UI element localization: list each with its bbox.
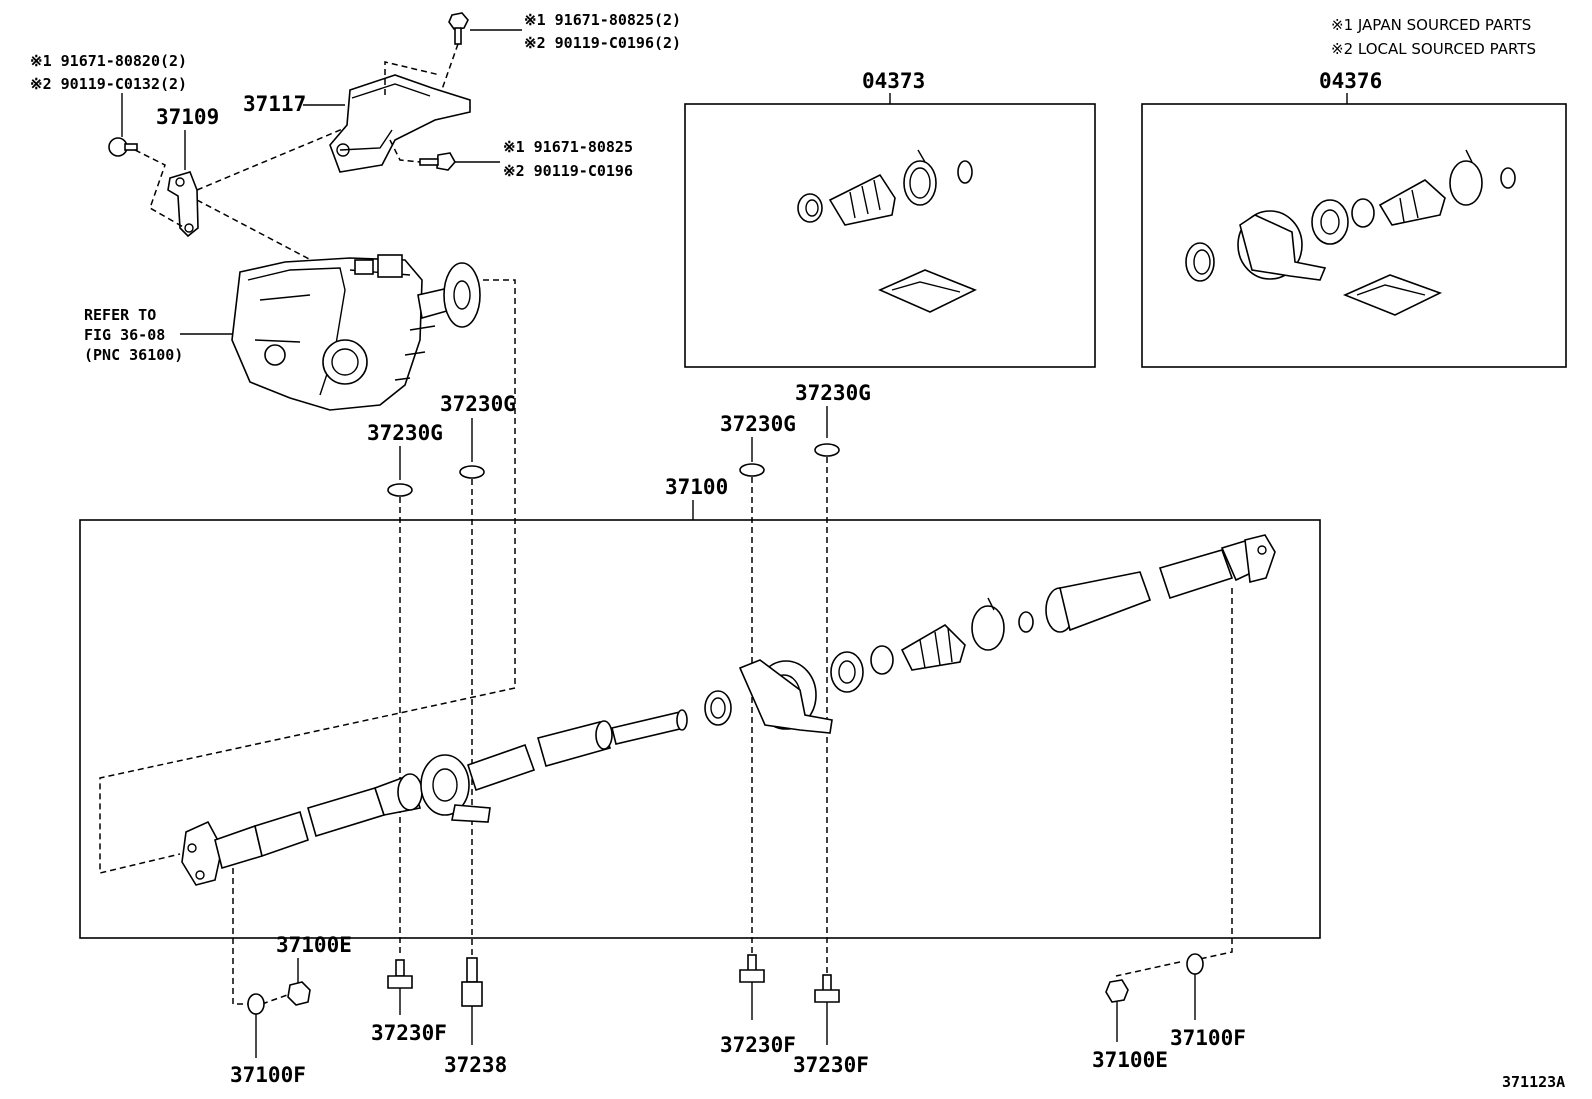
bracket-37109 [167,171,199,238]
label-37238[interactable]: 37238 [444,1053,507,1077]
refer-line-1: REFER TO [84,306,156,324]
callout-bolt-top-1[interactable]: ※1 91671-80825(2) [524,11,681,29]
washer-37230g-1 [387,483,413,497]
figure-number: 371123A [1502,1073,1565,1091]
callout-bolt-top-2[interactable]: ※2 90119-C0196(2) [524,34,681,52]
label-37117[interactable]: 37117 [243,92,306,116]
label-e1[interactable]: 37100E [276,933,352,957]
washer-37100f-right [1186,953,1204,975]
propeller-shaft-37100 [181,534,1276,886]
label-g3[interactable]: 37230G [720,412,796,436]
refer-line-3: (PNC 36100) [84,346,183,364]
label-bf1[interactable]: 37230F [371,1021,447,1045]
callout-bolt-mid-1[interactable]: ※1 91671-80825 [503,138,633,156]
label-f-left[interactable]: 37100F [230,1063,306,1087]
callout-bolt-mid-2[interactable]: ※2 90119-C0196 [503,162,633,180]
callout-bolt-left-2[interactable]: ※2 90119-C0132(2) [30,75,187,93]
nut-37100e-left [287,981,311,1006]
label-e2[interactable]: 37100E [1092,1048,1168,1072]
label-g4[interactable]: 37230G [795,381,871,405]
label-04376[interactable]: 04376 [1319,69,1382,93]
refer-line-2: FIG 36-08 [84,326,165,344]
transfer-case-assembly [231,254,481,411]
bolt-mid-icon [419,152,456,171]
heat-insulator-37117 [329,74,471,173]
kit-04376-frame[interactable] [1141,103,1567,368]
bolt-top-icon [448,12,469,45]
legend-local: ※2 LOCAL SOURCED PARTS [1331,40,1536,58]
nut-37100e-right [1105,979,1129,1003]
kit-04376-parts [1185,149,1516,316]
legend-japan: ※1 JAPAN SOURCED PARTS [1331,16,1531,34]
washer-37230g-4 [814,443,840,457]
label-g2[interactable]: 37230G [440,392,516,416]
kit-04373-parts [797,149,977,313]
bolt-37230f-3 [814,974,840,1003]
label-37109[interactable]: 37109 [156,105,219,129]
kit-04373-frame[interactable] [684,103,1096,368]
bolt-left-icon [108,137,138,157]
stud-37238 [461,957,483,1007]
label-bf2[interactable]: 37230F [720,1033,796,1057]
washer-37230g-2 [459,465,485,479]
washer-37230g-3 [739,463,765,477]
label-04373[interactable]: 04373 [862,69,925,93]
bolt-37230f-2 [739,954,765,983]
propeller-shaft-frame[interactable] [79,519,1321,939]
label-37100[interactable]: 37100 [665,475,728,499]
washer-37100f-left [247,993,265,1015]
bolt-37230f-1 [387,959,413,989]
label-g1[interactable]: 37230G [367,421,443,445]
label-f-right[interactable]: 37100F [1170,1026,1246,1050]
label-bf3[interactable]: 37230F [793,1053,869,1077]
callout-bolt-left-1[interactable]: ※1 91671-80820(2) [30,52,187,70]
